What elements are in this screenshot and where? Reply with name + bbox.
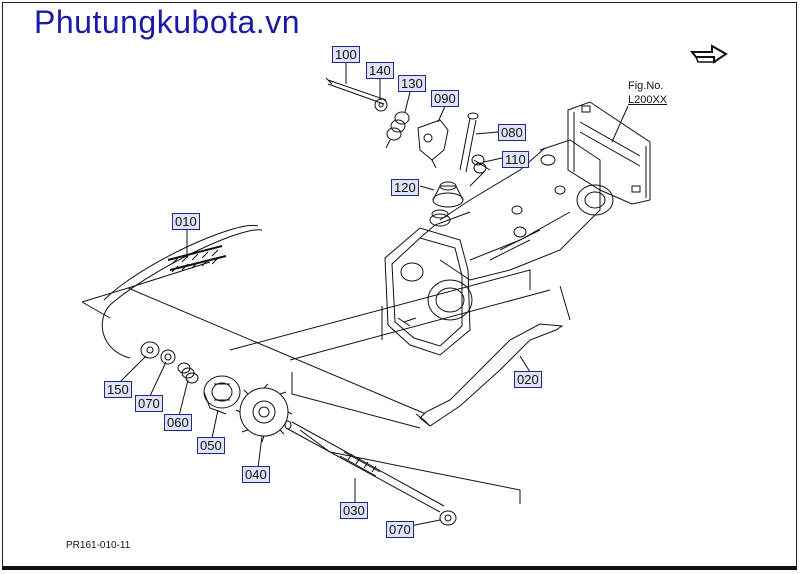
bolt-100	[325, 77, 387, 105]
callout-020[interactable]: 020	[514, 371, 542, 388]
washer-070b	[439, 510, 457, 526]
callout-010[interactable]: 010	[172, 213, 200, 230]
lever-090	[417, 119, 449, 169]
washer-070a	[160, 349, 176, 365]
callout-050[interactable]: 050	[197, 437, 225, 454]
callout-140[interactable]: 140	[366, 62, 394, 79]
callout-150[interactable]: 150	[104, 381, 132, 398]
callout-060[interactable]: 060	[164, 414, 192, 431]
washer-150	[140, 341, 160, 359]
sprocket-040	[235, 383, 293, 443]
spring-060	[177, 362, 199, 384]
shaft-080	[459, 117, 477, 173]
callout-120[interactable]: 120	[391, 179, 419, 196]
spring-110	[469, 154, 491, 187]
callout-100[interactable]: 100	[332, 46, 360, 63]
frame-bottom-border	[2, 566, 797, 570]
callout-070-shaft-washer[interactable]: 070	[386, 521, 414, 538]
figure-code: L200XX	[628, 94, 668, 106]
chain-loop	[101, 229, 263, 359]
callout-110[interactable]: 110	[502, 151, 529, 168]
figure-number-label: Fig.No.	[628, 80, 664, 92]
cover-120	[432, 181, 464, 208]
drawing-id: PR161-010-11	[66, 540, 131, 551]
callout-080[interactable]: 080	[498, 124, 526, 141]
callout-090[interactable]: 090	[431, 90, 459, 107]
washer-140	[374, 98, 388, 112]
shaft-030	[284, 420, 445, 513]
watermark: Phutungkubota.vn	[34, 4, 300, 40]
callout-070-washer[interactable]: 070	[135, 395, 163, 412]
spring-130	[385, 111, 410, 149]
callout-030[interactable]: 030	[340, 502, 368, 519]
hub-050	[203, 375, 241, 415]
chain-010	[167, 245, 227, 273]
stay-020	[415, 323, 564, 427]
callout-130[interactable]: 130	[398, 75, 426, 92]
arrow-right-icon	[689, 44, 728, 64]
callout-040[interactable]: 040	[242, 466, 270, 483]
